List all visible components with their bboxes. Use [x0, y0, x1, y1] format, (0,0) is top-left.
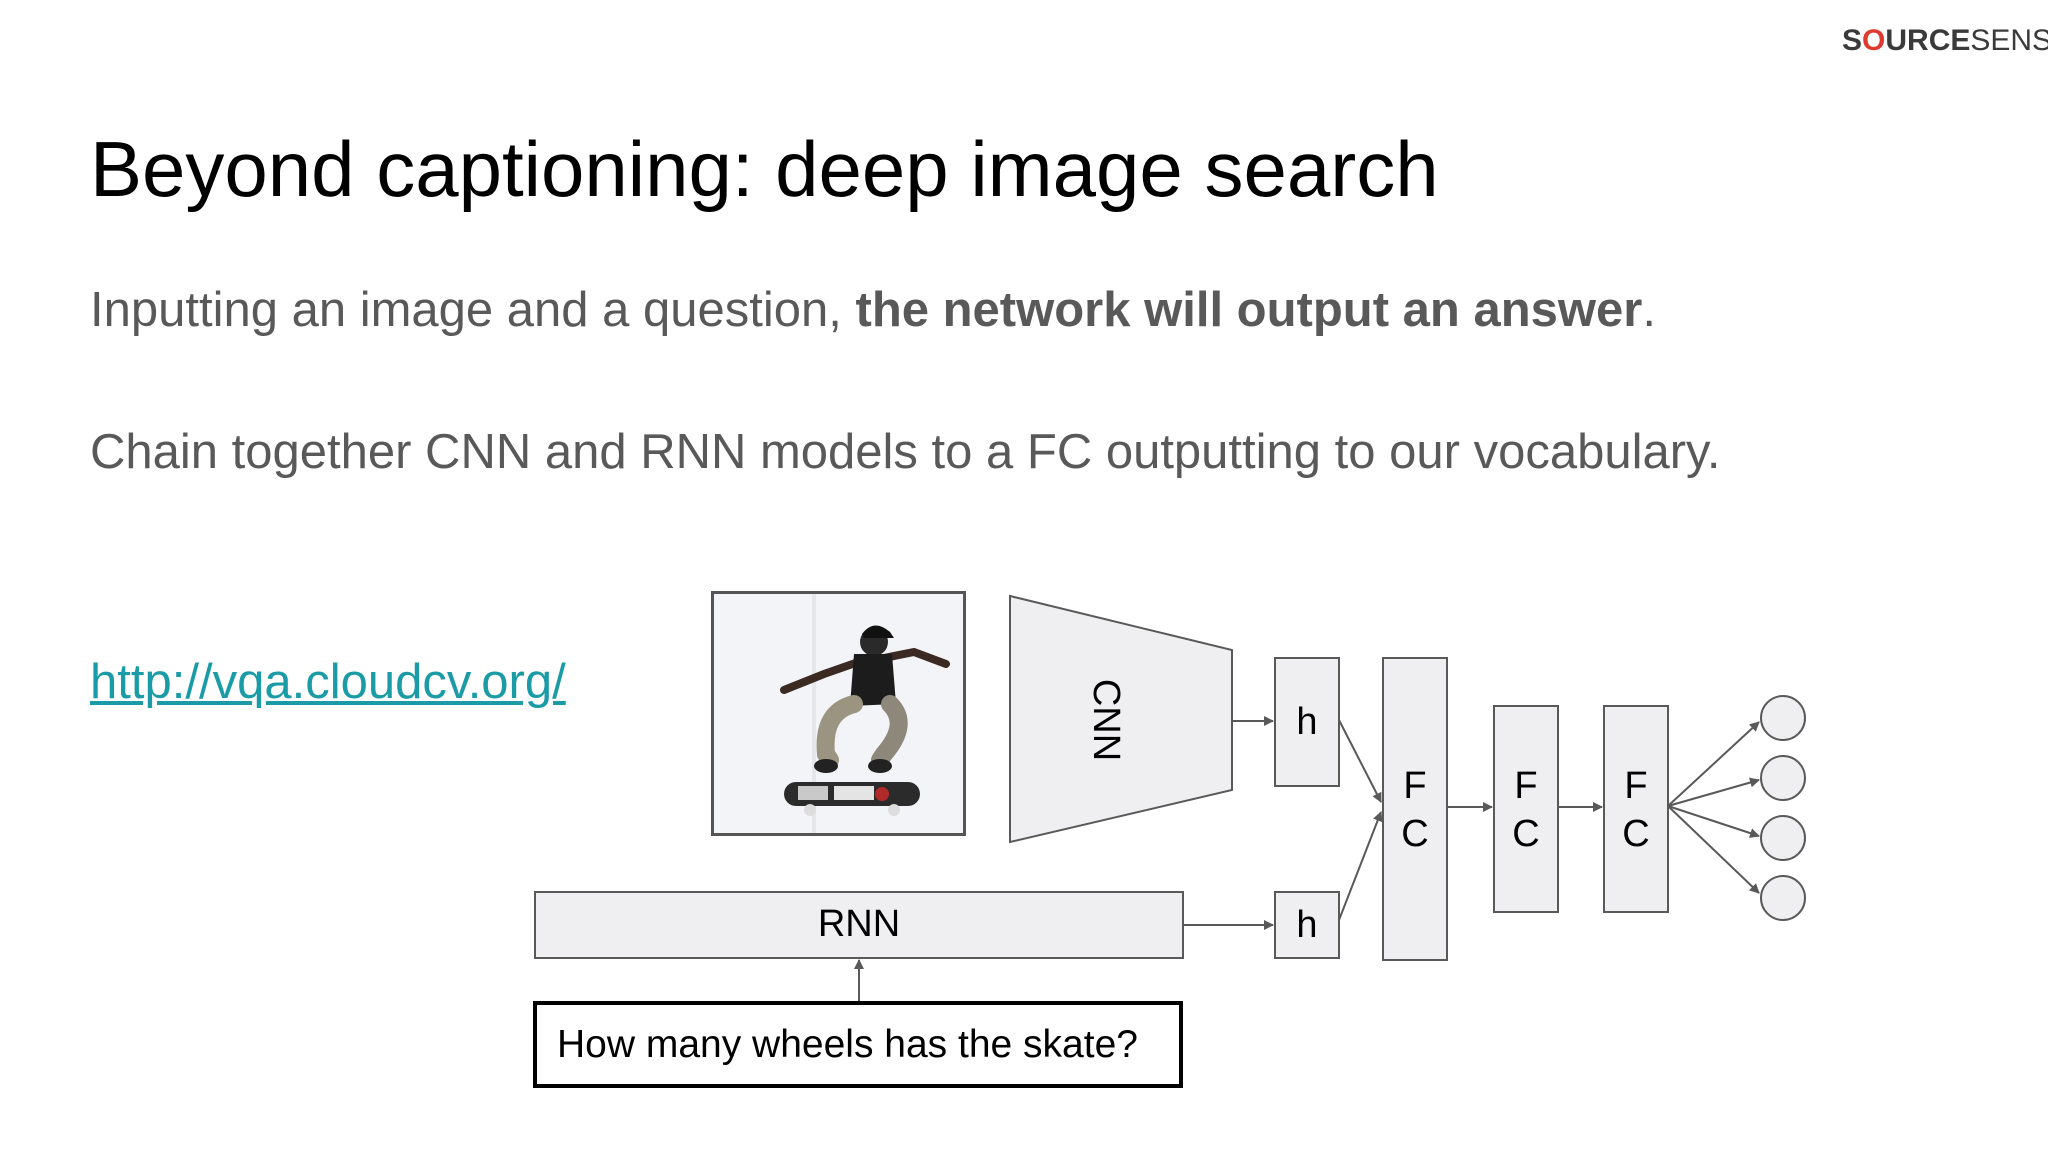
para1-pre: Inputting an image and a question, — [90, 283, 856, 337]
output-node-1 — [1760, 695, 1806, 741]
paragraph-input-output: Inputting an image and a question, the n… — [90, 282, 1656, 338]
fc-box-2 — [1493, 705, 1559, 913]
fc2-label-c: C — [1512, 813, 1539, 855]
hidden-label-top: h — [1296, 701, 1317, 743]
fc3-label-f: F — [1624, 765, 1647, 807]
arrow-fc3-to-out2 — [1667, 777, 1760, 807]
paragraph-chain-models: Chain together CNN and RNN models to a F… — [90, 425, 1721, 479]
output-node-4 — [1760, 875, 1806, 921]
arrow-fc3-to-out3 — [1667, 805, 1760, 838]
hidden-label-bottom: h — [1296, 904, 1317, 946]
fc-box-3 — [1603, 705, 1669, 913]
question-box: How many wheels has the skate? — [533, 1001, 1183, 1088]
cnn-block — [1009, 594, 1233, 844]
fc-box-1 — [1382, 657, 1448, 961]
fc3-label-c: C — [1622, 813, 1649, 855]
sourcesense-logo: SOURCESENSE — [1842, 24, 2048, 58]
arrow-fc3-to-out1 — [1667, 721, 1760, 807]
fc2-label-f: F — [1514, 765, 1537, 807]
slide-title: Beyond captioning: deep image search — [90, 125, 1439, 213]
para1-post: . — [1642, 283, 1656, 337]
rnn-block — [534, 891, 1184, 959]
arrow-h-top-to-fc1 — [1338, 719, 1382, 803]
cnn-label: CNN — [1085, 679, 1127, 761]
hidden-box-top — [1274, 657, 1340, 787]
arrow-fc3-to-out4 — [1667, 805, 1760, 894]
arrow-h-bottom-to-fc1 — [1338, 811, 1383, 921]
logo-ring-o: O — [1862, 24, 1886, 57]
fc1-label-c: C — [1401, 813, 1428, 855]
logo-text-urce: URCE — [1885, 24, 1971, 57]
output-node-2 — [1760, 755, 1806, 801]
vqa-link[interactable]: http://vqa.cloudcv.org/ — [90, 655, 566, 709]
logo-text-s: S — [1842, 24, 1863, 57]
fc1-label-f: F — [1403, 765, 1426, 807]
logo-text-sense: SENSE — [1970, 24, 2048, 57]
hidden-box-bottom — [1274, 891, 1340, 959]
para1-bold: the network will output an answer — [855, 283, 1643, 337]
output-node-3 — [1760, 815, 1806, 861]
rnn-label: RNN — [818, 903, 900, 945]
skateboarder-photo — [711, 591, 966, 836]
